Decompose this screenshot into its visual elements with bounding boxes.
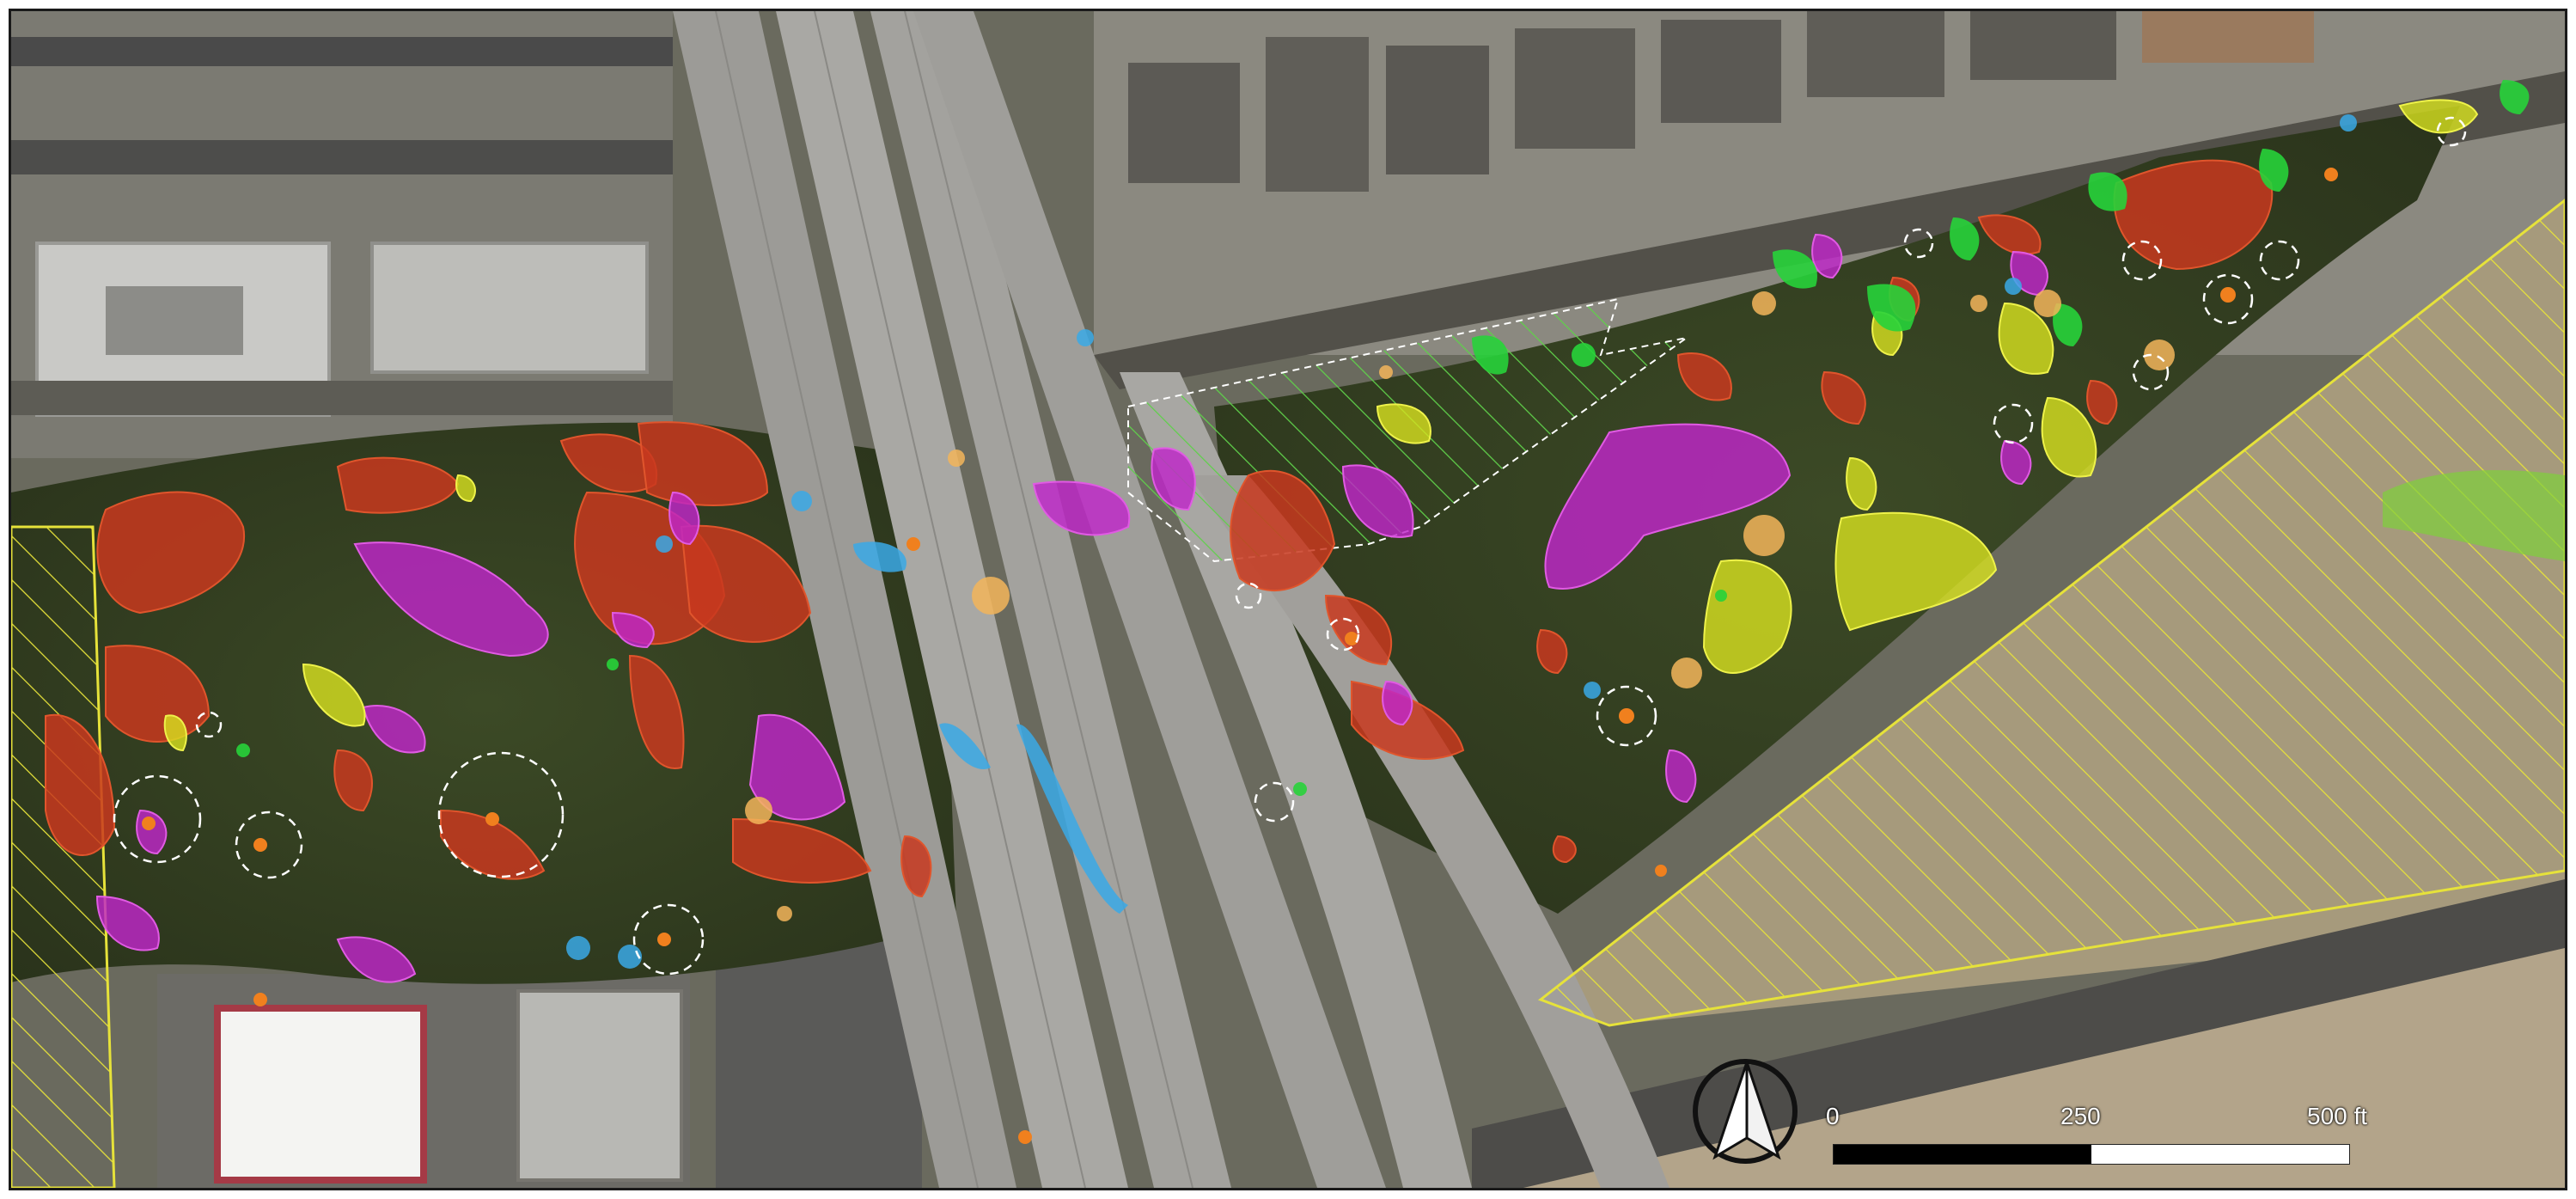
- vegetation-central-east: [1214, 106, 2460, 914]
- yellow-polygons[interactable]: [163, 99, 2479, 752]
- magenta-polygons[interactable]: [95, 233, 2048, 983]
- scale-segment-black: [1834, 1145, 2091, 1164]
- blue-features[interactable]: [566, 114, 2357, 969]
- scale-bar: 0 250 500 ft: [1826, 1103, 2367, 1180]
- scale-label-mid: 250: [2060, 1103, 2101, 1129]
- hatched-area-east[interactable]: [1537, 199, 2565, 1027]
- buffer-circles[interactable]: [113, 116, 2467, 976]
- green-points[interactable]: [236, 80, 2530, 796]
- freeway-interchange: [673, 11, 1670, 1188]
- map-frame: 0 250 500 ft: [9, 9, 2567, 1190]
- map-canvas[interactable]: [11, 11, 2565, 1188]
- scale-label-start: 0: [1826, 1103, 1840, 1129]
- scale-label-end: 500 ft: [2307, 1103, 2368, 1129]
- urban-area-northwest: [11, 11, 673, 458]
- orange-points[interactable]: [142, 168, 2338, 1144]
- green-strip-east[interactable]: [2383, 470, 2565, 561]
- light-orange-points[interactable]: [745, 290, 2175, 921]
- hatched-area-west[interactable]: [11, 525, 116, 1188]
- north-arrow-icon: [1712, 1061, 1781, 1160]
- south-area: [157, 879, 2565, 1188]
- scale-segment-white: [2091, 1145, 2349, 1164]
- scale-bar-graphic: [1833, 1144, 2350, 1165]
- compass-ring: [1693, 1059, 1798, 1164]
- red-polygons[interactable]: [45, 159, 2274, 898]
